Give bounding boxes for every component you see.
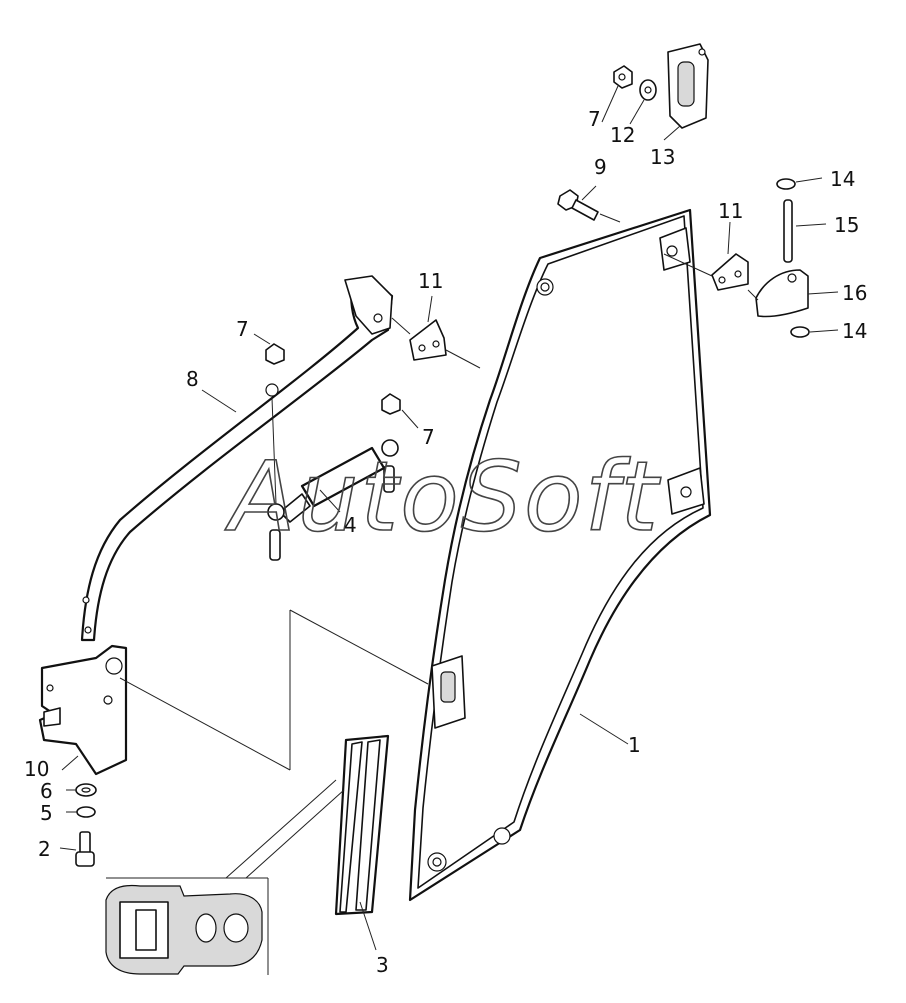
callout-11-left: 11: [418, 269, 443, 293]
callout-14-top: 14: [830, 167, 855, 191]
callout-7-middle: 7: [422, 425, 435, 449]
callout-3: 3: [376, 953, 389, 977]
seal-cross-section-detail: [105, 884, 263, 975]
part-10-lower-bracket: [38, 644, 128, 776]
part-7-nut-middle: [381, 393, 401, 415]
part-5-lock-washer: [76, 806, 96, 818]
callout-7-top: 7: [588, 107, 601, 131]
autosoft-watermark: AutoSoft: [224, 441, 661, 553]
part-7-nut-top: [613, 65, 633, 89]
part-16-hinge-block: [755, 269, 809, 318]
part-11-bracket-left: [409, 319, 447, 361]
callout-labels: 1 2 3 4 5 6 7 7 7 8 9 10 11 11 12 13 14 …: [24, 107, 867, 977]
part-8-support-arm: [80, 275, 394, 642]
part-14-circlip-bottom: [790, 326, 810, 338]
callout-16: 16: [842, 281, 867, 305]
part-4-gas-strut: [267, 439, 399, 561]
part-7-nut-left: [265, 343, 285, 365]
callout-13: 13: [650, 145, 675, 169]
part-1-door-glass: [408, 208, 712, 902]
callout-12: 12: [610, 123, 635, 147]
part-14-circlip-top: [776, 178, 796, 190]
leader-lines: [59, 85, 839, 975]
callout-4: 4: [344, 513, 357, 537]
callout-14-bottom: 14: [842, 319, 867, 343]
part-9-bolt: [557, 189, 599, 221]
part-2-bolt: [75, 831, 95, 867]
callout-2: 2: [38, 837, 51, 861]
part-12-washer: [639, 79, 657, 101]
callout-15: 15: [834, 213, 859, 237]
callout-8: 8: [186, 367, 199, 391]
callout-9: 9: [594, 155, 607, 179]
callout-1: 1: [628, 733, 641, 757]
part-6-washer: [75, 783, 97, 797]
part-11-bracket-right: [711, 253, 749, 291]
callout-7-left: 7: [236, 317, 249, 341]
callout-10: 10: [24, 757, 49, 781]
part-3-rubber-seal: [334, 734, 390, 916]
callout-11-right: 11: [718, 199, 743, 223]
part-15-hinge-pin: [783, 199, 793, 263]
callout-6: 6: [40, 779, 53, 803]
part-13-top-hinge: [667, 43, 709, 129]
callout-5: 5: [40, 801, 53, 825]
